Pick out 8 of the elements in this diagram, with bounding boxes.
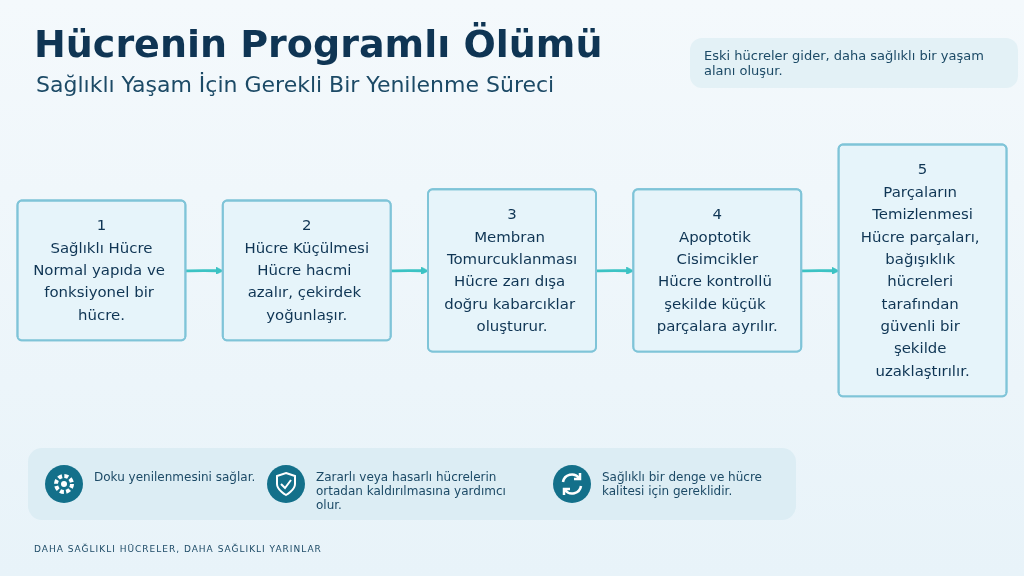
footer-slogan: DAHA SAĞLIKLI HÜCRELER, DAHA SAĞLIKLI YARINLAR — [34, 544, 322, 554]
note-card: Eski hücreler gider, daha sağlıklı bir yaşam alanı oluşur. — [690, 38, 1018, 88]
subtitle: Sağlıklı Yaşam İçin Gerekli Bir Yenilenme Süreci — [36, 72, 555, 97]
arrow — [391, 266, 429, 275]
benefit-text: Zararlı veya hasarlı hücrelerin ortadan kaldırılmasına yardımcı olur. — [316, 470, 507, 512]
title: Hücrenin Programlı Ölümü — [34, 22, 603, 66]
benefit-text: Sağlıklı bir denge ve hücre kalitesi için gereklidir. — [602, 470, 763, 498]
benefit-text: Doku yenilenmesini sağlar. — [94, 470, 257, 484]
